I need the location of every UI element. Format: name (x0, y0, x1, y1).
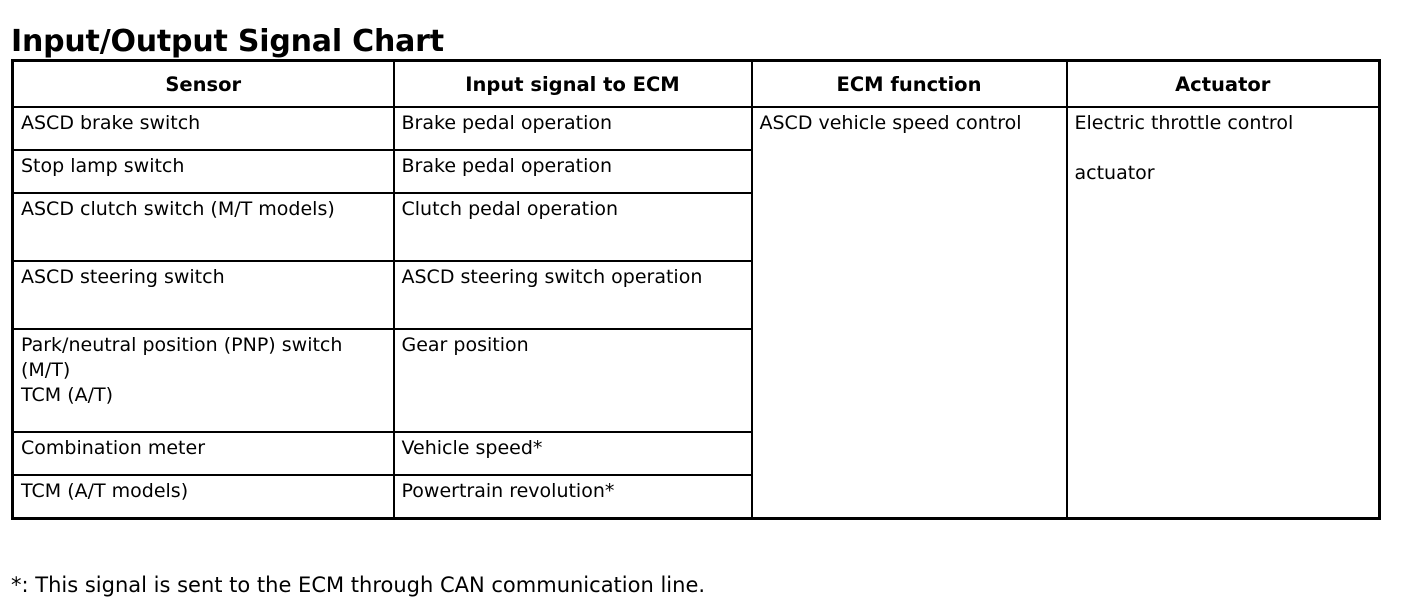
cell-ecm-function: ASCD vehicle speed control (750, 106, 1068, 520)
column-header-actuator: Actuator (1065, 59, 1381, 108)
table-row: Park/neutral position (PNP) switch (M/T)… (11, 328, 1380, 433)
actuator-line-2: actuator (1074, 162, 1155, 184)
cell-input-signal: Clutch pedal operation (392, 192, 753, 262)
cell-sensor: TCM (A/T models) (11, 474, 395, 520)
input-output-signal-table: Sensor Input signal to ECM ECM function … (11, 59, 1381, 520)
cell-input-signal: Gear position (392, 328, 753, 433)
cell-input-signal: Brake pedal operation (392, 106, 753, 151)
table-row: ASCD brake switch Brake pedal operation … (11, 106, 1381, 520)
table-row: Combination meter Vehicle speed* (11, 431, 1380, 476)
cell-sensor: Combination meter (11, 431, 395, 476)
cell-sensor: Park/neutral position (PNP) switch (M/T)… (11, 328, 395, 433)
table-row: ASCD clutch switch (M/T models) Clutch p… (11, 192, 1380, 262)
column-header-sensor: Sensor (11, 59, 395, 108)
table-header: Sensor Input signal to ECM ECM function … (11, 59, 1381, 108)
table-row: TCM (A/T models) Powertrain revolution* (11, 474, 1380, 520)
actuator-line-1: Electric throttle control (1074, 112, 1294, 134)
cell-sensor: ASCD steering switch (11, 260, 395, 330)
cell-input-signal: Powertrain revolution* (392, 474, 753, 520)
table-header-row: Sensor Input signal to ECM ECM function … (11, 59, 1381, 108)
cell-input-signal: ASCD steering switch operation (392, 260, 753, 330)
column-header-input-signal: Input signal to ECM (392, 59, 753, 108)
table-body: ASCD brake switch Brake pedal operation … (11, 106, 1381, 520)
cell-sensor: Stop lamp switch (11, 149, 395, 194)
page-title: Input/Output Signal Chart (11, 24, 444, 60)
actuator-blank-line (1075, 136, 1372, 161)
cell-input-signal: Vehicle speed* (392, 431, 753, 476)
table-footnote: *: This signal is sent to the ECM throug… (11, 573, 706, 597)
cell-sensor: ASCD clutch switch (M/T models) (11, 192, 395, 262)
cell-actuator: Electric throttle control actuator (1065, 106, 1381, 520)
cell-sensor: ASCD brake switch (11, 106, 395, 151)
table-row: Stop lamp switch Brake pedal operation (11, 149, 1380, 194)
table-row: ASCD steering switch ASCD steering switc… (11, 260, 1380, 330)
cell-input-signal: Brake pedal operation (392, 149, 753, 194)
column-header-ecm-function: ECM function (750, 59, 1068, 108)
